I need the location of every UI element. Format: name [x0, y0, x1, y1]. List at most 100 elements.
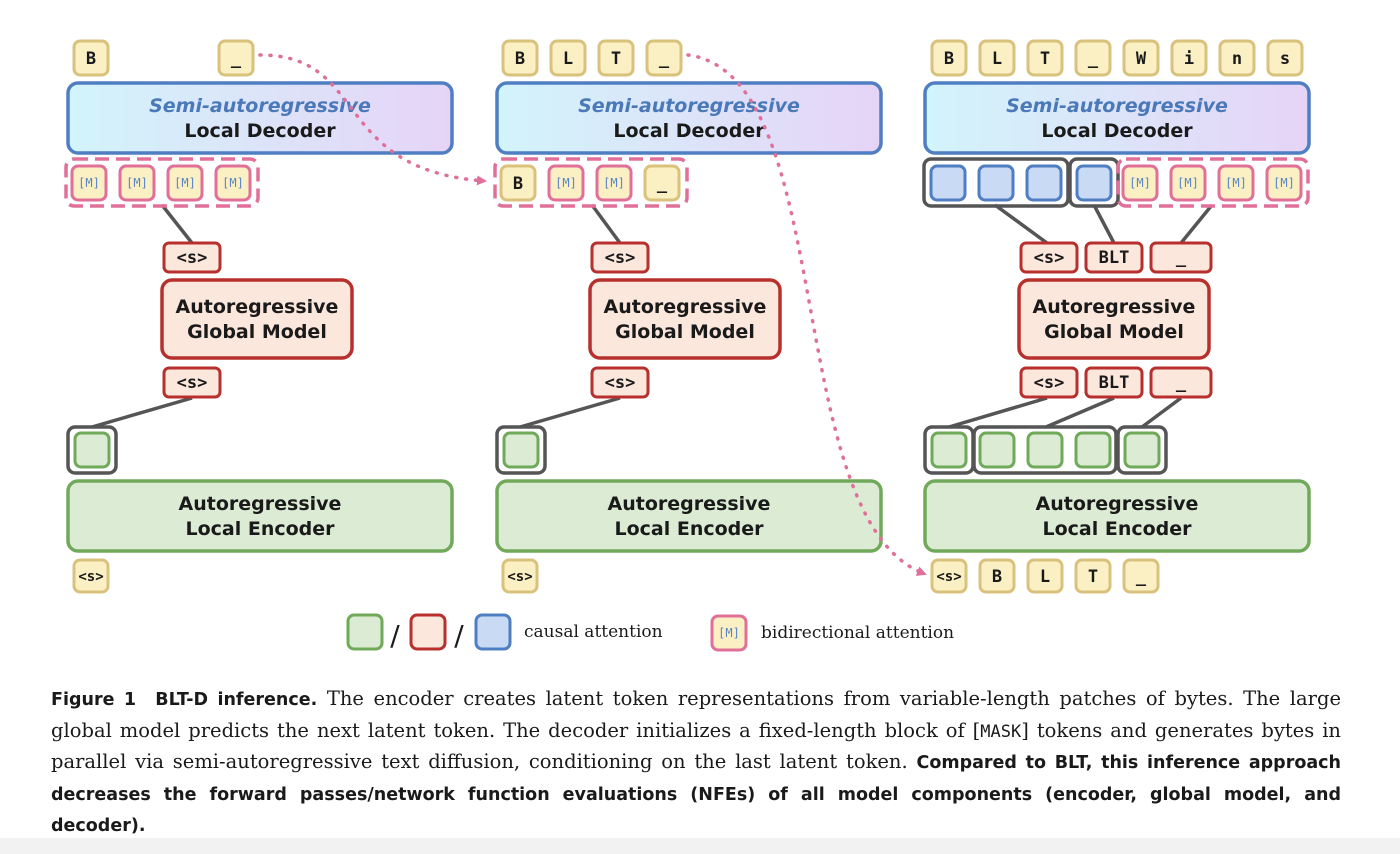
legend-slash: /	[390, 619, 400, 652]
token-text: _	[657, 174, 668, 194]
connector-line	[1140, 396, 1183, 429]
token-text: W	[1136, 49, 1147, 69]
local-decoder: Semi-autoregressive Local Decoder	[66, 81, 454, 155]
legend: / / causal attention [M] bidirectional a…	[346, 613, 954, 652]
connector-line	[1179, 203, 1214, 245]
local-decoder: Semi-autoregressive Local Decoder	[923, 81, 1311, 155]
token-text: [M]	[1273, 176, 1295, 190]
output-token: _	[1074, 39, 1112, 77]
local-encoder: Autoregressive Local Encoder	[923, 479, 1311, 553]
legend-causal-label: causal attention	[524, 622, 663, 642]
encoder-latent	[502, 431, 540, 469]
token-text: L	[992, 49, 1002, 69]
local-encoder: Autoregressive Local Encoder	[495, 479, 883, 553]
output-token: i	[1170, 39, 1208, 77]
token-text: BLT	[1099, 248, 1130, 268]
encoder-latent	[930, 431, 968, 469]
mask-block-outline	[1116, 157, 1310, 208]
token-text: <s>	[507, 569, 532, 585]
token-text: [M]	[126, 176, 148, 190]
local-encoder: Autoregressive Local Encoder	[66, 479, 454, 553]
token-text: [M]	[1129, 176, 1151, 190]
panel-1: B _ Semi-autoregressive Local Decoder [M…	[64, 39, 454, 594]
patch-group-outline	[495, 425, 547, 475]
token-text: T	[1088, 567, 1098, 587]
output-token: n	[1218, 39, 1256, 77]
caption-bold-text: Compared to BLT, this inference approach…	[51, 753, 1341, 836]
encoder-input-token: B	[978, 558, 1016, 594]
token-text: <s>	[1034, 248, 1065, 268]
global-model-line2: Global Model	[1044, 321, 1184, 343]
encoder-line2: Local Encoder	[1042, 518, 1192, 540]
mask-token: [M]	[1217, 164, 1255, 202]
caption-label: Figure 1	[51, 690, 137, 710]
legend-red-swatch	[409, 613, 447, 651]
mask-token: [M]	[1121, 164, 1159, 202]
token-text: [M]	[1225, 176, 1247, 190]
encoder-input-token: <s>	[501, 558, 539, 594]
global-output-token: _	[1149, 241, 1213, 274]
token-text: <s>	[605, 248, 636, 268]
figure-caption: Figure 1 BLT-D inference. The encoder cr…	[51, 684, 1341, 842]
encoder-input-token: T	[1074, 558, 1112, 594]
patch-group-outline	[972, 425, 1118, 475]
decoder-title-italic: Semi-autoregressive	[1006, 95, 1228, 117]
encoder-line1: Autoregressive	[608, 493, 771, 515]
connector-line	[1045, 396, 1115, 429]
global-output-token: <s>	[162, 241, 222, 274]
decoder-title: Local Decoder	[1041, 120, 1193, 142]
connector-line	[1092, 204, 1116, 244]
output-token: W	[1122, 39, 1160, 77]
token-text: <s>	[177, 373, 208, 393]
legend-mask-token: [M]	[718, 626, 740, 640]
patch-group-outline	[1116, 425, 1168, 475]
token-text: <s>	[936, 569, 961, 585]
token-text: [M]	[603, 176, 625, 190]
token-text: [M]	[174, 176, 196, 190]
mask-token: [M]	[1265, 164, 1303, 202]
token-text: B	[944, 49, 954, 69]
token-text: <s>	[1034, 373, 1065, 393]
decoder-title: Local Decoder	[613, 120, 765, 142]
dotted-arrow-p2-to-p3	[686, 53, 927, 576]
token-text: B	[515, 49, 525, 69]
encoder-input-token: L	[1026, 558, 1064, 594]
token-text: <s>	[177, 248, 208, 268]
token-text: L	[1040, 567, 1050, 587]
global-output-token: <s>	[590, 241, 650, 274]
connector-line	[948, 396, 1048, 429]
token-text: <s>	[605, 373, 636, 393]
global-input-token: <s>	[162, 366, 222, 399]
global-model-line1: Autoregressive	[1033, 296, 1196, 318]
decoder-title-italic: Semi-autoregressive	[149, 95, 371, 117]
output-token: T	[597, 39, 635, 77]
legend-blue-swatch	[474, 613, 512, 651]
mask-token: [M]	[1169, 164, 1207, 202]
token-text: B	[992, 567, 1002, 587]
token-text: BLT	[1099, 373, 1130, 393]
global-model-line1: Autoregressive	[604, 296, 767, 318]
token-text: T	[1040, 49, 1050, 69]
mask-token: [M]	[214, 164, 252, 202]
encoder-latent	[1074, 431, 1112, 469]
output-token: T	[1026, 39, 1064, 77]
encoder-line2: Local Encoder	[185, 518, 335, 540]
global-output-token: BLT	[1084, 241, 1144, 274]
connector-line	[160, 203, 194, 245]
token-text: [M]	[78, 176, 100, 190]
connector-line	[519, 396, 621, 429]
connector-line	[590, 203, 622, 245]
mask-token: [M]	[547, 164, 585, 202]
legend-bidirectional-label: bidirectional attention	[761, 623, 954, 643]
encoder-line1: Autoregressive	[179, 493, 342, 515]
decoded-latent	[977, 164, 1015, 202]
caption-mask-word: MASK	[980, 721, 1022, 742]
legend-slash: /	[454, 619, 464, 652]
encoder-input-token: _	[1122, 558, 1160, 594]
caption-title: BLT-D inference.	[155, 690, 318, 710]
mask-token: [M]	[118, 164, 156, 202]
token-text: <s>	[78, 569, 103, 585]
decoded-latent	[1075, 164, 1113, 202]
decoder-input-token: _	[643, 164, 681, 202]
caption-text-1: The encoder creates latent token represe…	[51, 687, 1341, 742]
